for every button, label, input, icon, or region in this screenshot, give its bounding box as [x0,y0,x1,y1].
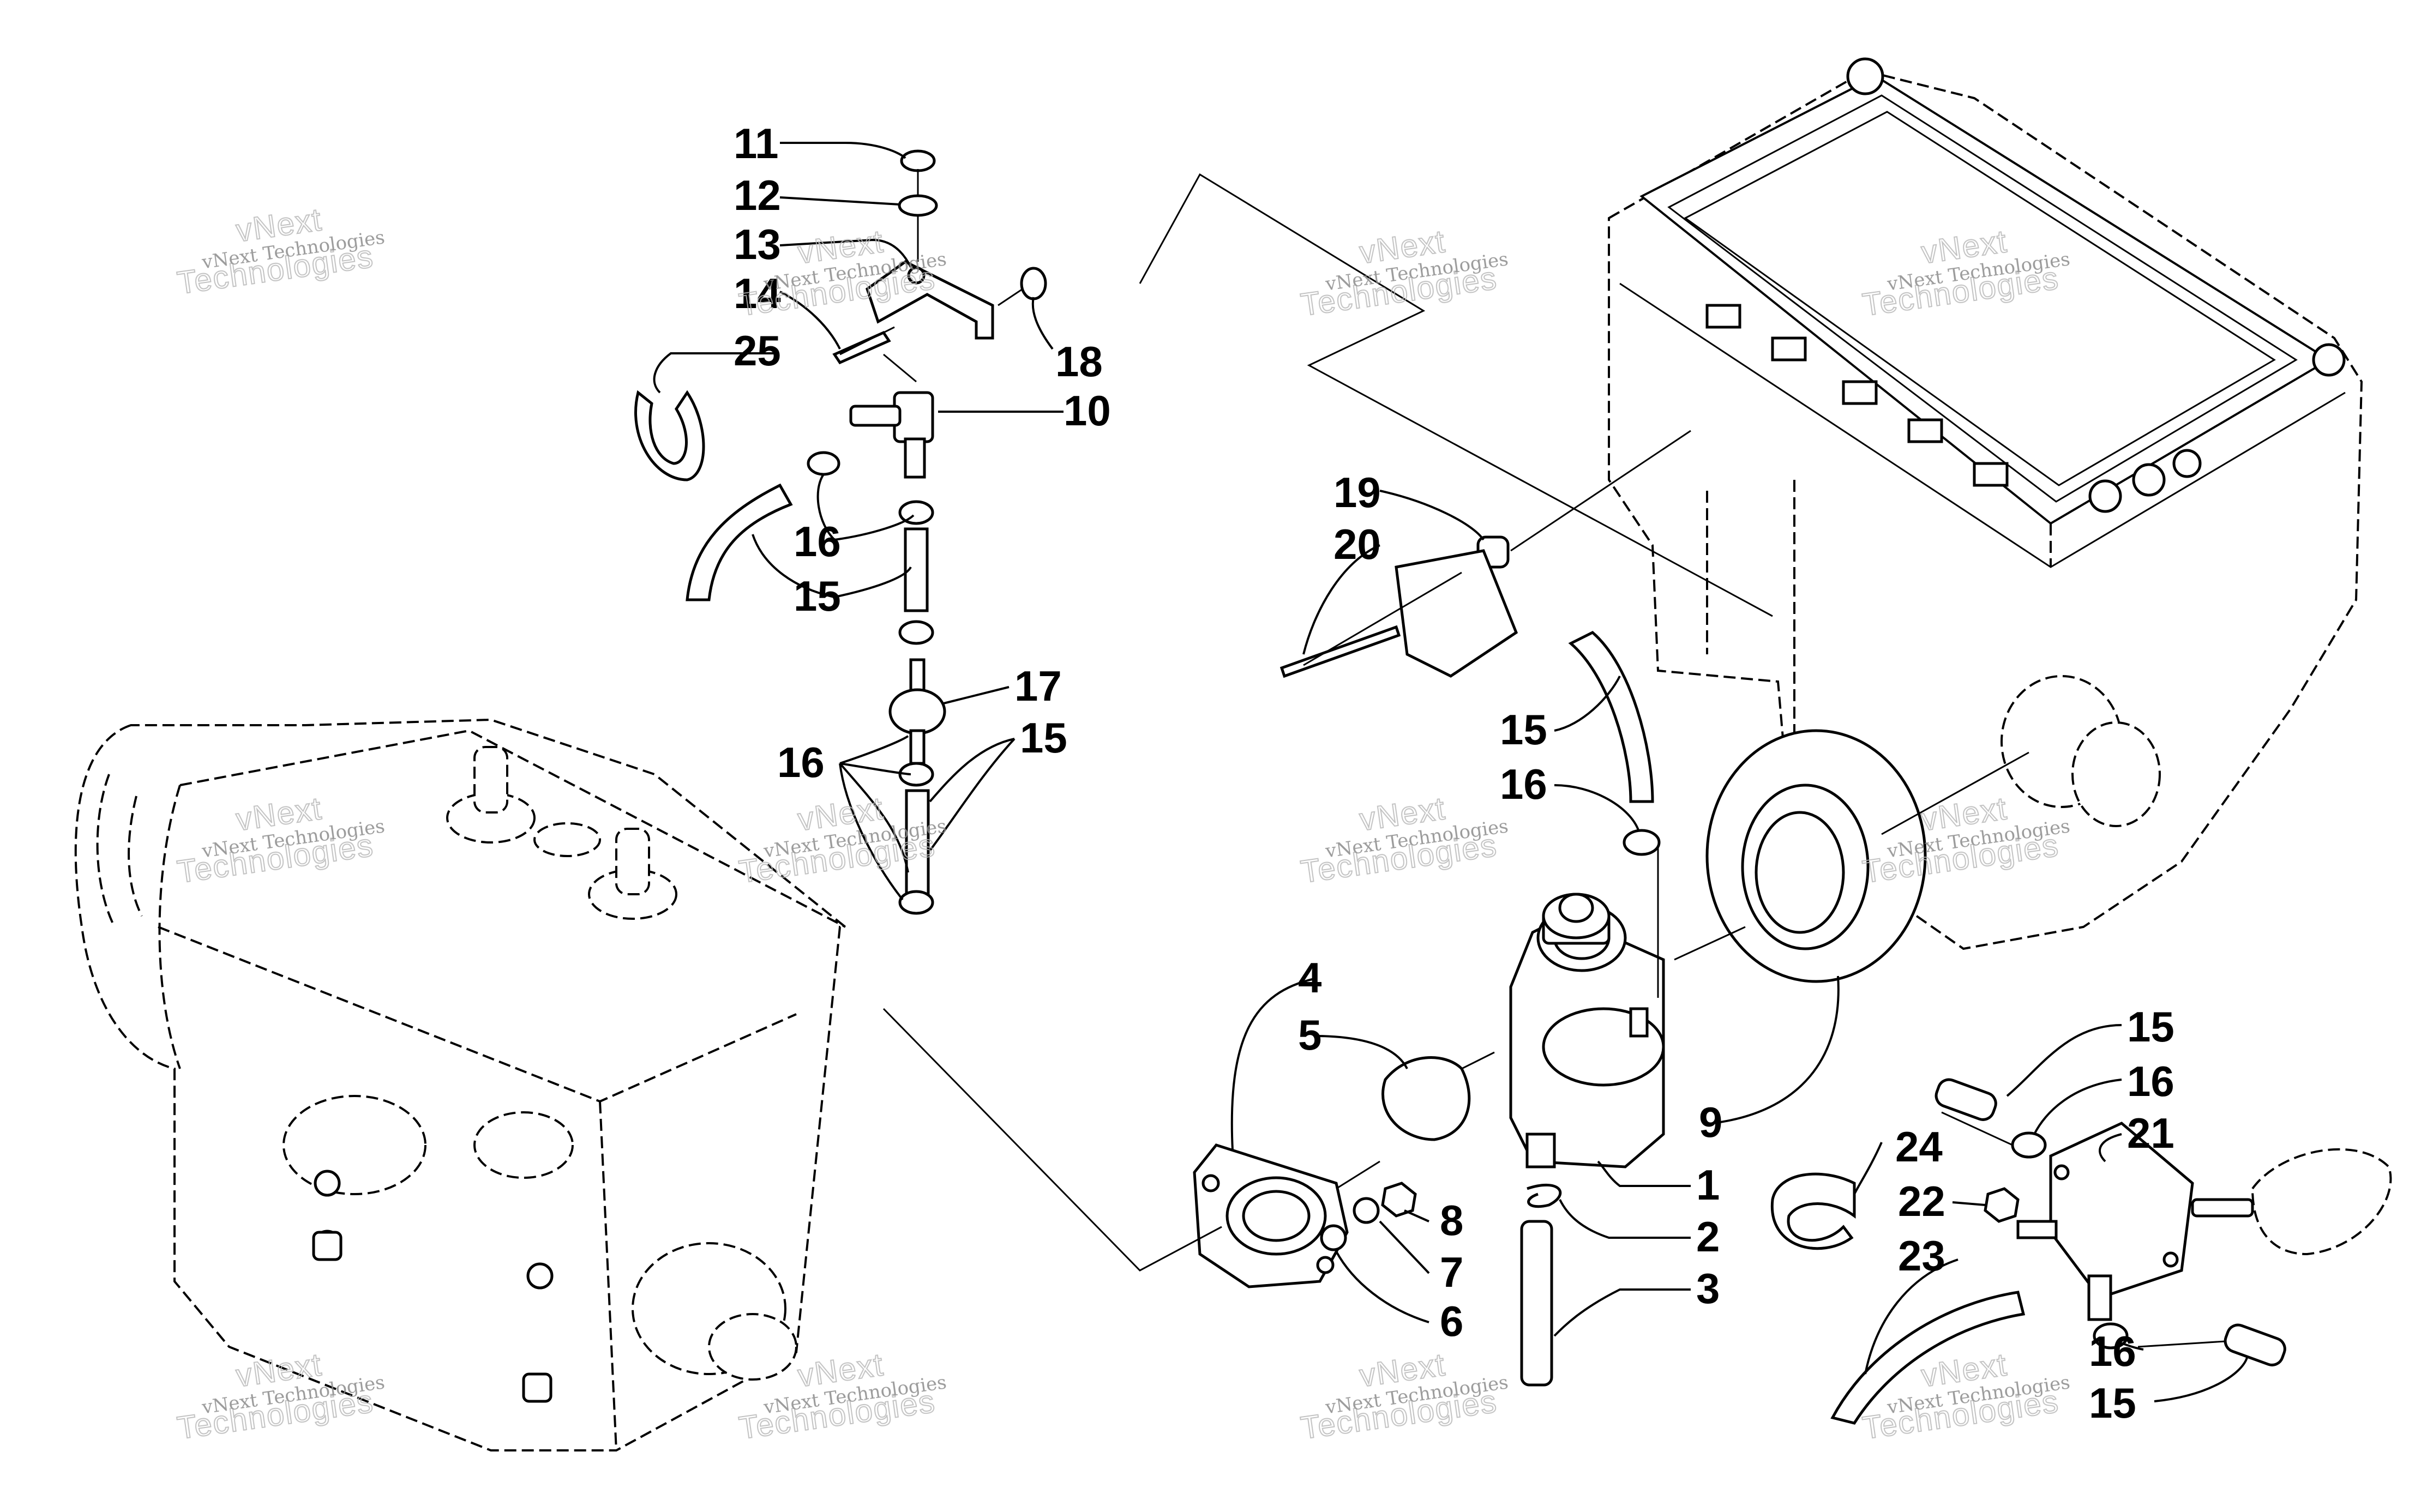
part-25-strap [634,390,705,481]
callout-7: 7 [1440,1248,1463,1296]
part-10-fuel-valve [849,391,934,479]
callout-14: 14 [734,269,781,317]
callout-4: 4 [1298,954,1321,1002]
part-6-washer [1320,1224,1347,1251]
part-20-screw [1279,625,1401,678]
callout-11: 11 [734,119,778,167]
assembly-lines [839,169,2226,1348]
callout-18: 18 [1055,338,1103,385]
callout-3: 3 [1696,1264,1720,1312]
callout-1: 1 [1696,1161,1720,1209]
part-15-hose-vent [1568,631,1654,803]
callout-15d: 15 [2127,1003,2174,1051]
watermark: vNext Technologies vNext Technologies [1298,790,1510,890]
part-15-hose-pump-out [2224,1323,2286,1366]
callout-9: 9 [1699,1098,1722,1146]
part-1-carburetor [1509,893,1665,1168]
part-12-washer [898,194,938,217]
watermark: vNext Technologies vNext Technologies [1298,1346,1510,1447]
callout-13: 13 [734,220,781,268]
part-8-nut [1381,1182,1417,1218]
watermark: vNext Technologies vNext Technologies [736,1346,948,1447]
part-13-bracket [866,260,994,340]
callout-17: 17 [1014,662,1062,710]
watermark: vNext Technologies vNext Technologies [175,201,386,302]
part-23-hose [1830,1291,2026,1425]
part-11-nut [900,149,936,172]
watermark: vNext Technologies vNext Technologies [1298,223,1510,323]
callout-16a: 16 [794,517,841,565]
callout-16c: 16 [1500,760,1547,808]
callout-25: 25 [734,327,781,375]
callout-20: 20 [1333,520,1381,568]
callout-6: 6 [1440,1297,1463,1345]
part-14-screw [832,330,891,365]
part-21-fuel-pump [2016,1122,2194,1321]
callout-12: 12 [734,171,781,219]
callout-23: 23 [1898,1232,1945,1280]
callout-15c: 15 [1500,706,1547,754]
part-15-hose [686,483,793,601]
callout-15e: 15 [2089,1379,2136,1427]
engine-block [74,718,849,1451]
part-15-hose-pump-in [1935,1078,1997,1121]
part-3-drain-hose [1520,1220,1553,1387]
part-7-lockwasher [1353,1197,1380,1224]
part-2-clip [1527,1183,1562,1208]
callout-16d: 16 [2127,1057,2174,1105]
callout-22: 22 [1898,1177,1945,1225]
callout-5: 5 [1298,1011,1321,1059]
leader-lines [653,142,2248,1402]
callout-16b: 16 [777,738,825,786]
callout-labels: 11 12 13 14 25 18 10 16 15 17 16 15 19 2… [734,119,2174,1427]
callout-8: 8 [1440,1196,1463,1244]
callout-2: 2 [1696,1213,1720,1261]
air-box [1608,57,2363,950]
callout-16e: 16 [2089,1327,2136,1375]
part-15-hose-short [904,527,929,612]
callout-10: 10 [1064,387,1111,435]
part-4-intake-flange [1193,1143,1349,1288]
part-18-grommet [1020,267,1047,300]
part-9-intake-boot [1705,729,1927,983]
part-22-nut [1984,1187,2020,1223]
pulse-line-fitting [2251,1148,2392,1256]
part-24-strap [1770,1172,1856,1250]
callout-21: 21 [2127,1109,2174,1157]
callout-24: 24 [1895,1123,1943,1171]
callout-19: 19 [1333,468,1381,516]
choke-solenoid [1395,549,1518,678]
callout-15a: 15 [794,572,841,620]
part-5-clamp [1381,1056,1471,1141]
callout-15b: 15 [1020,714,1067,762]
part-17-fuel-filter [888,658,946,765]
